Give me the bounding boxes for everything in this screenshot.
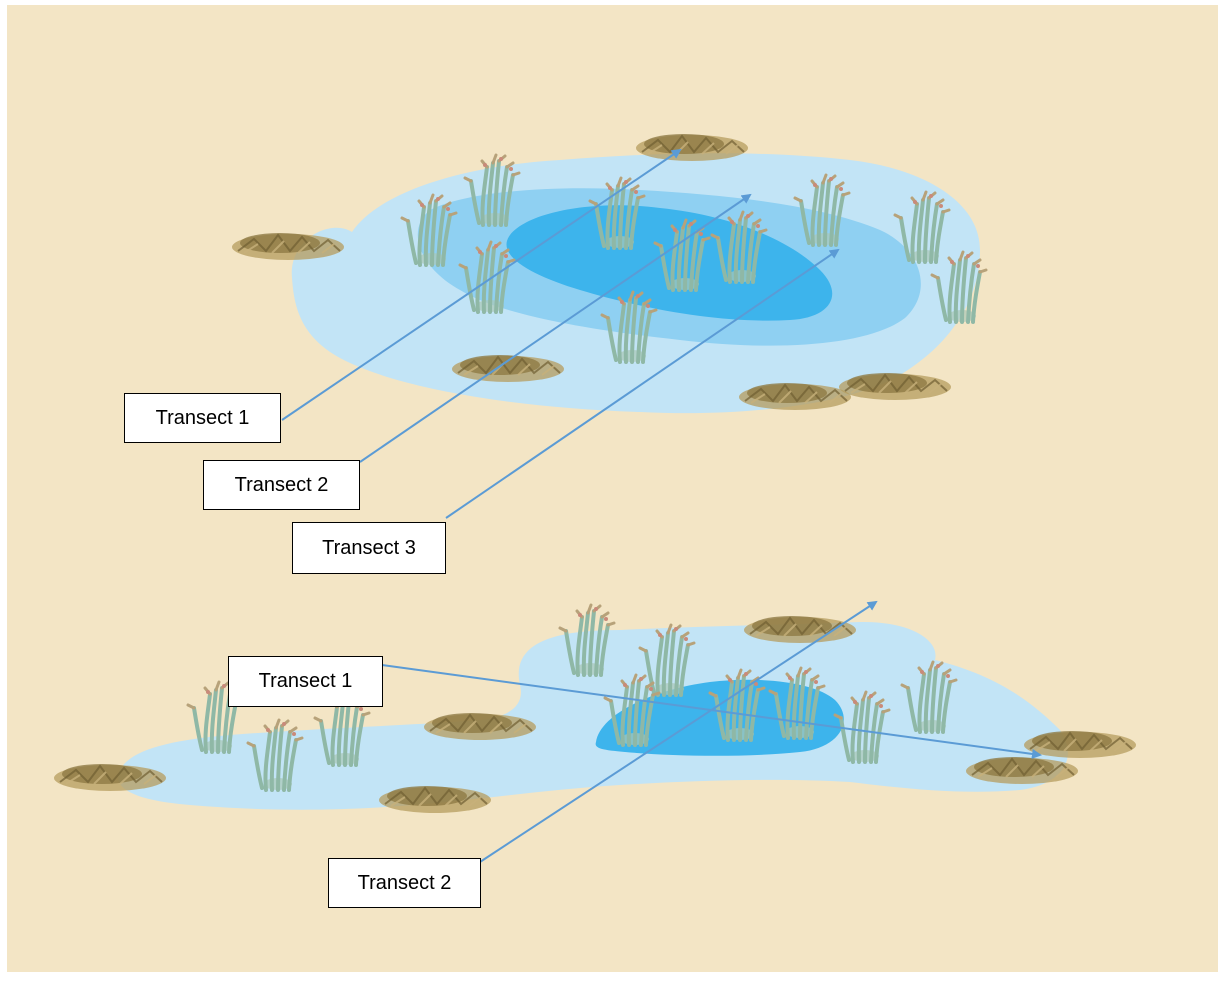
transect-3-arrow (445, 248, 840, 519)
transect-2-label: Transect 2 (203, 460, 360, 510)
background (7, 5, 1218, 972)
transect-1-arrow (281, 148, 682, 421)
transect-1-label: Transect 1 (124, 393, 281, 443)
transect-2-label: Transect 2 (328, 858, 481, 908)
bottom-wetland (53, 600, 1137, 863)
top-wetland (231, 133, 988, 519)
transect-3-label: Transect 3 (292, 522, 446, 574)
transect-2-arrow (359, 193, 752, 463)
transect-2-arrow (479, 600, 878, 863)
transect-1-label: Transect 1 (228, 656, 383, 707)
